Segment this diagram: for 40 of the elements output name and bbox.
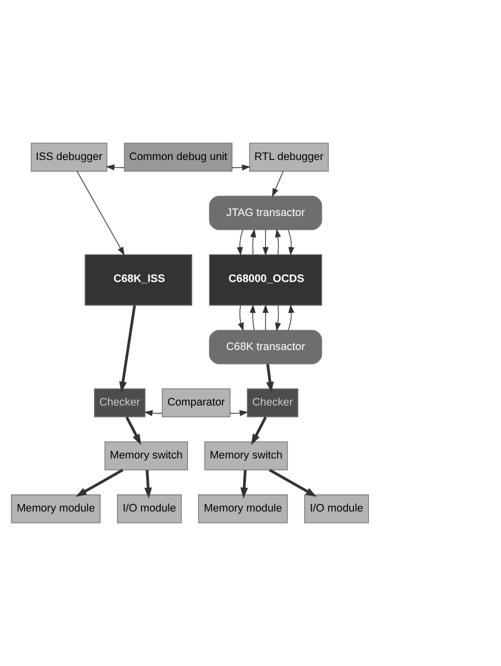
node-box: I/O module [117,494,182,524]
node-box: RTL debugger [249,142,329,172]
arrow [119,305,136,393]
arrow [230,410,248,416]
arrow [144,470,152,499]
arrow [288,230,294,256]
arrow [275,228,281,255]
node-box: C68K_ISS [84,254,192,306]
arrow [250,228,256,255]
arrow [266,364,274,393]
arrow [76,468,124,497]
node-box: ISS debugger [30,142,108,172]
arrow [144,410,162,416]
arrow [268,468,317,497]
arrow [250,304,256,331]
arrow [236,230,244,256]
arrow [262,304,269,331]
node-box: I/O module [304,494,369,524]
arrow [275,305,281,332]
node-box: Checker [246,388,298,418]
arrow [106,164,125,170]
node-box: C68000_OCDS [209,254,322,306]
node-box: Common debug unit [124,142,232,172]
node-box: Comparator [162,388,230,418]
node-box: Checker [94,388,146,418]
arrow [262,230,269,256]
node-box: Memory module [10,494,101,524]
arrow [272,170,284,198]
arrow [240,470,248,499]
arrow [238,305,244,332]
node-box: JTAG transactor [209,196,322,230]
arrow [126,416,142,446]
arrow [76,170,125,256]
node-box: Memory switch [204,441,288,470]
node-box: Memory module [198,494,288,524]
arrow [288,304,294,331]
arrow [232,164,251,170]
arrow [251,416,267,446]
node-box: Memory switch [104,441,188,470]
node-box: C68K transactor [209,330,322,364]
